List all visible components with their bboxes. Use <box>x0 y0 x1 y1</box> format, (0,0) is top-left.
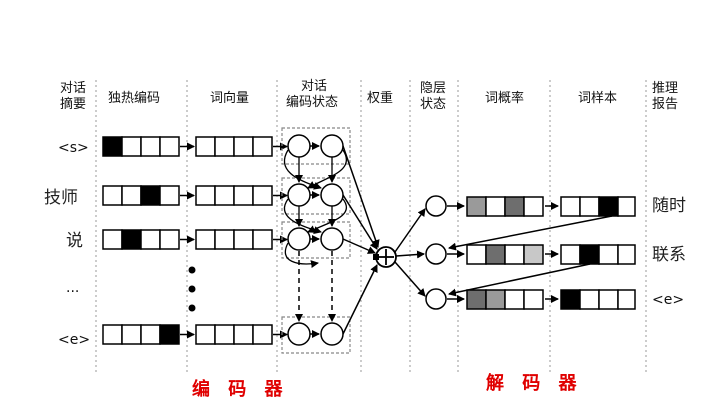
encoder-dashed-continuation <box>295 251 336 322</box>
sum-to-hidden-arrows <box>394 208 426 297</box>
header-encstate-line1: 对话 <box>301 79 327 94</box>
ellipsis-dots <box>188 266 196 312</box>
onehot-vector-end <box>102 324 180 345</box>
sample-vector-3 <box>560 289 636 310</box>
wordvec-to-encoder-arrows <box>273 142 288 339</box>
word-vectors <box>195 136 273 345</box>
header-summary-line1: 对话 <box>60 81 86 96</box>
input-token-ellipsis: ... <box>66 280 79 296</box>
header-report-line2: 报告 <box>652 97 678 112</box>
header-wordvec: 词向量 <box>210 90 249 106</box>
onehot-vector-shuo <box>102 229 180 250</box>
onehot-to-wordvec-arrows <box>180 142 195 339</box>
prob-to-sample-arrows <box>545 202 559 303</box>
header-hidden-line1: 隐层 <box>420 81 446 96</box>
input-token-jishi: 技师 <box>44 188 78 208</box>
input-token-end: <e> <box>58 332 90 348</box>
output-token-suishi: 随时 <box>652 196 686 216</box>
input-token-start: <s> <box>58 140 89 156</box>
onehot-vector-jishi <box>102 185 180 206</box>
attention-arrows <box>342 145 380 335</box>
sample-vector-1 <box>560 196 636 217</box>
column-headers: 对话 摘要 独热编码 词向量 对话 编码状态 权重 隐层 状态 词概率 词样本 … <box>60 79 678 112</box>
word-vector-start <box>195 136 273 157</box>
header-summary-line2: 摘要 <box>60 96 86 112</box>
header-wordsample: 词样本 <box>578 91 617 106</box>
word-vector-jishi <box>195 185 273 206</box>
sample-vector-2 <box>560 244 636 265</box>
prob-vector-1 <box>466 196 544 217</box>
prob-vector-3 <box>466 289 544 310</box>
header-wordprob: 词概率 <box>485 90 524 106</box>
onehot-vector-start <box>102 136 180 157</box>
decoder-label: 解 码 器 <box>486 372 583 394</box>
encoder-label: 编 码 器 <box>192 378 289 400</box>
header-weight: 权重 <box>367 90 393 106</box>
word-vector-end <box>195 324 273 345</box>
feedback-arrows <box>448 215 613 297</box>
header-hidden-line2: 状态 <box>420 97 446 112</box>
hidden-states <box>425 195 447 310</box>
output-tokens: 随时 联系 <e> <box>652 196 686 308</box>
probability-vectors <box>466 196 544 310</box>
encoder-state-boxes <box>281 127 351 354</box>
input-tokens: <s> 技师 说 ... <e> <box>44 140 90 348</box>
output-token-lianxi: 联系 <box>652 245 686 265</box>
header-report-line1: 推理 <box>652 81 678 96</box>
encoder-cells <box>287 134 344 346</box>
onehot-vectors <box>102 136 180 345</box>
input-token-shuo: 说 <box>66 231 83 251</box>
encoder-intra-arrows <box>310 142 320 338</box>
column-separators <box>95 80 647 372</box>
weight-sum-node <box>373 246 397 268</box>
header-encstate-line2: 编码状态 <box>286 95 338 110</box>
output-token-end: <e> <box>652 292 684 308</box>
header-onehot: 独热编码 <box>108 91 160 106</box>
word-vector-shuo <box>195 229 273 250</box>
prob-vector-2 <box>466 244 544 265</box>
sample-vectors <box>560 196 636 310</box>
hidden-to-prob-arrows <box>447 202 465 303</box>
